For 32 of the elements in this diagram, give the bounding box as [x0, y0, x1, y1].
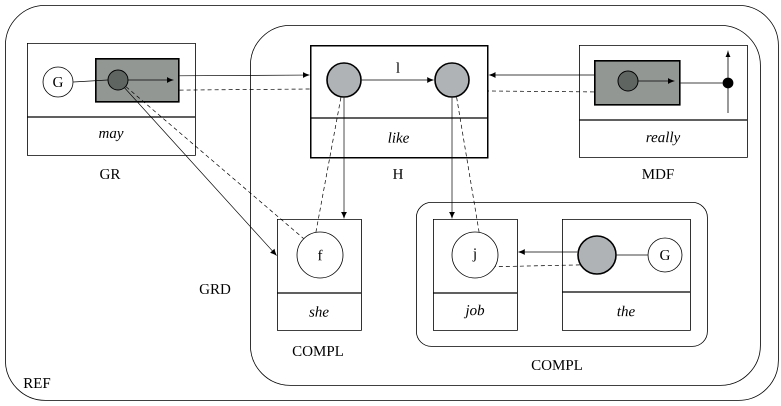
dashed-line: [494, 264, 580, 268]
arrow: [124, 88, 276, 256]
arrow: [638, 78, 674, 84]
circle-node: [434, 62, 470, 98]
arrow: [361, 77, 434, 83]
relation-label: GRD: [200, 284, 230, 294]
dashed-line: [456, 96, 480, 232]
category-label: COMPL: [532, 360, 582, 370]
dashed-line: [316, 97, 342, 232]
circle-node: [577, 235, 617, 275]
line: [680, 82, 723, 84]
arrow: [128, 77, 174, 83]
line: [73, 80, 108, 82]
category-label: COMPL: [292, 346, 343, 356]
line: [616, 254, 648, 256]
edge-label: l: [394, 61, 402, 74]
arrow: [489, 72, 594, 78]
category-label: H: [393, 169, 403, 179]
dashed-line: [488, 90, 594, 92]
category-label: GR: [100, 168, 120, 180]
circle-node: [618, 70, 638, 92]
arrow: [449, 97, 455, 218]
arrow: [518, 249, 578, 255]
arrow: [179, 72, 310, 78]
frame-label: REF: [24, 378, 50, 388]
dashed-line: [179, 88, 310, 90]
circle-node: [326, 62, 362, 98]
word-box: really: [579, 45, 748, 158]
circle-node: [108, 70, 128, 90]
category-label: MDF: [642, 169, 674, 179]
arrow: [341, 97, 347, 218]
dashed-line: [126, 86, 304, 239]
